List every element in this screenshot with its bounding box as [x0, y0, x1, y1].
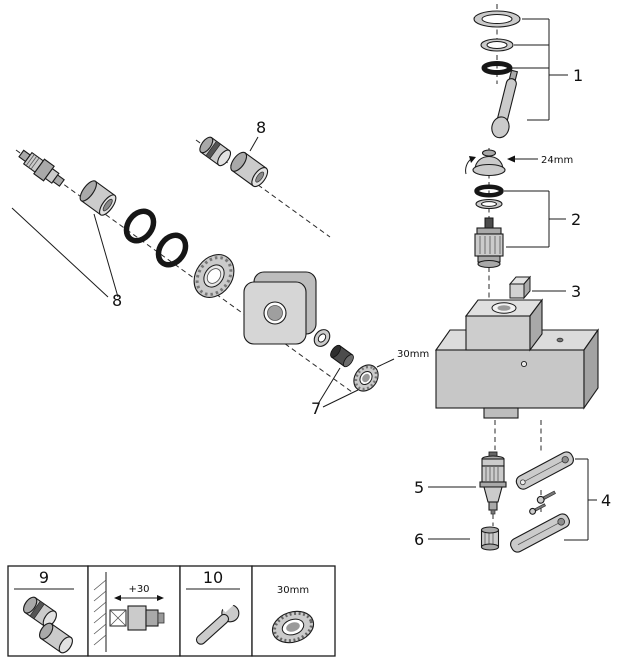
dim-plus30: +30 [114, 584, 164, 601]
o-ring-large-1 [123, 208, 157, 244]
cap-24mm [465, 149, 506, 177]
callout-8-left-label: 8 [112, 291, 122, 310]
body-stub [483, 407, 519, 419]
callout-2: 2 [504, 190, 581, 248]
callout-3: 3 [532, 282, 581, 301]
callout-10-label: 10 [203, 568, 223, 587]
trim-ring [480, 38, 514, 52]
callout-8-left: 8 [11, 207, 122, 310]
union-nut [193, 254, 235, 298]
blade-lower [510, 513, 570, 553]
coupling-parts-8: 8 [199, 118, 269, 188]
callout-5: 5 [414, 478, 476, 497]
square-escutcheon [243, 271, 317, 345]
dim-30mm-label: 30mm [397, 349, 429, 360]
cartridge [474, 217, 504, 269]
lever-handle [491, 69, 519, 139]
wrench-icon [195, 594, 240, 645]
callout-8-top: 8 [249, 118, 266, 152]
coupling-small [199, 136, 232, 167]
o-ring-top [481, 61, 513, 75]
check-valve-fitting [18, 149, 65, 187]
o-ring-cartridge [474, 184, 504, 198]
callout-5-label: 5 [414, 478, 424, 497]
callout-9-label: 9 [39, 568, 49, 587]
callout-3-label: 3 [571, 282, 581, 301]
callout-4: 4 [564, 458, 611, 541]
legend-30mm-label: 30mm [277, 585, 309, 596]
dim-plus30-label: +30 [128, 584, 149, 595]
legend-box-9: 9 [7, 565, 89, 657]
coupling-large [230, 151, 269, 188]
callout-2-label: 2 [571, 210, 581, 229]
legend-strip: 9 [7, 565, 336, 657]
centerlines [15, 4, 542, 526]
dim-30mm: 30mm [376, 349, 429, 368]
washer-cartridge [475, 198, 503, 210]
rotation-arrow-icon [465, 158, 472, 175]
legend-box-install: +30 [87, 565, 181, 657]
callout-1: 1 [511, 18, 583, 121]
nut-30mm [353, 364, 379, 392]
dim-24mm: 24mm [507, 155, 573, 166]
top-stack: 1 24mm [465, 10, 583, 269]
callout-7: 7 [311, 367, 359, 418]
body-screw-hole [520, 360, 528, 368]
escutcheon-ring [473, 10, 521, 28]
black-fitting [330, 344, 354, 368]
lever-blades-part4: 4 [510, 451, 611, 553]
screw-2 [529, 503, 546, 515]
dim-24mm-label: 24mm [541, 155, 573, 166]
legend-box-10: 10 [179, 565, 253, 657]
body-small-hole [556, 337, 564, 343]
faucet-body [434, 298, 600, 419]
sleeve-collar [79, 180, 117, 216]
adjuster-part6 [480, 526, 500, 551]
callout-6: 6 [414, 530, 470, 549]
blade-upper [515, 451, 574, 490]
callout-4-label: 4 [601, 491, 611, 510]
o-ring-large-2 [155, 232, 189, 268]
cube-adapter: 3 [508, 275, 581, 301]
callout-6-label: 6 [414, 530, 424, 549]
callout-1-label: 1 [573, 66, 583, 85]
check-cartridge-part5 [479, 451, 507, 515]
callout-8-top-label: 8 [256, 118, 266, 137]
screw-1 [536, 490, 556, 504]
legend-box-30mm: 30mm [251, 565, 336, 657]
legend-nut-30mm [271, 610, 315, 644]
s-union-assembly: 30mm 7 8 [11, 149, 429, 418]
small-washer [313, 329, 331, 347]
callout-7-label: 7 [311, 399, 321, 418]
